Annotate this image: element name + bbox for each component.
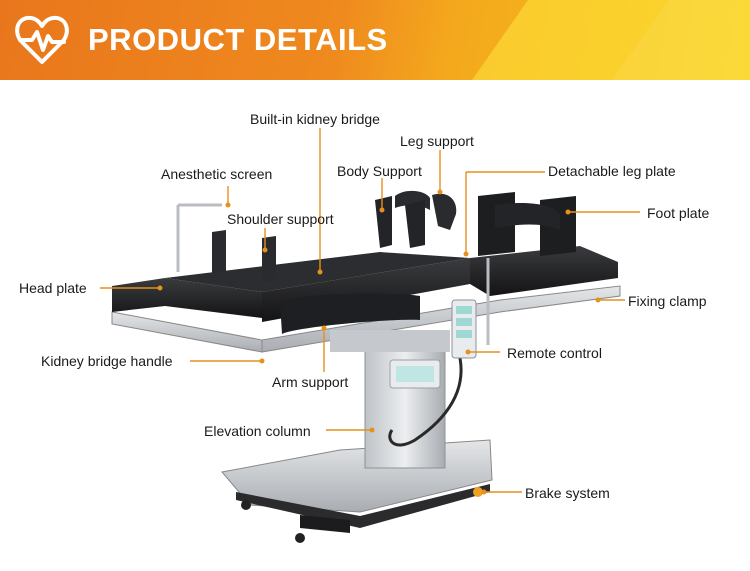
table-base — [221, 439, 493, 543]
label-shoulder-support: Shoulder support — [227, 211, 334, 227]
label-fixing-clamp: Fixing clamp — [628, 293, 707, 309]
table-pads — [112, 192, 618, 334]
label-anesthetic-screen: Anesthetic screen — [161, 166, 273, 182]
label-kidney-bridge-handle: Kidney bridge handle — [41, 353, 173, 369]
label-brake-system: Brake system — [525, 485, 610, 501]
elevation-column — [364, 349, 463, 469]
leader-dots — [157, 189, 601, 495]
label-leg-support: Leg support — [400, 133, 474, 149]
remote-control — [451, 299, 477, 359]
heart-pulse-icon — [15, 15, 69, 64]
label-body-support: Body Support — [337, 163, 422, 179]
label-built-in-kidney-bridge: Built-in kidney bridge — [250, 111, 380, 127]
label-foot-plate: Foot plate — [647, 205, 710, 221]
table-frame — [111, 285, 621, 353]
label-remote-control: Remote control — [507, 345, 602, 361]
page-title: PRODUCT DETAILS — [88, 22, 388, 57]
label-head-plate: Head plate — [19, 280, 87, 296]
label-detachable-leg-plate: Detachable leg plate — [548, 163, 676, 179]
label-elevation-column: Elevation column — [204, 423, 311, 439]
leader-lines — [100, 128, 640, 493]
label-arm-support: Arm support — [272, 374, 349, 390]
product-details-banner: PRODUCT DETAILS — [0, 0, 750, 80]
operating-table-illustration — [100, 128, 640, 543]
